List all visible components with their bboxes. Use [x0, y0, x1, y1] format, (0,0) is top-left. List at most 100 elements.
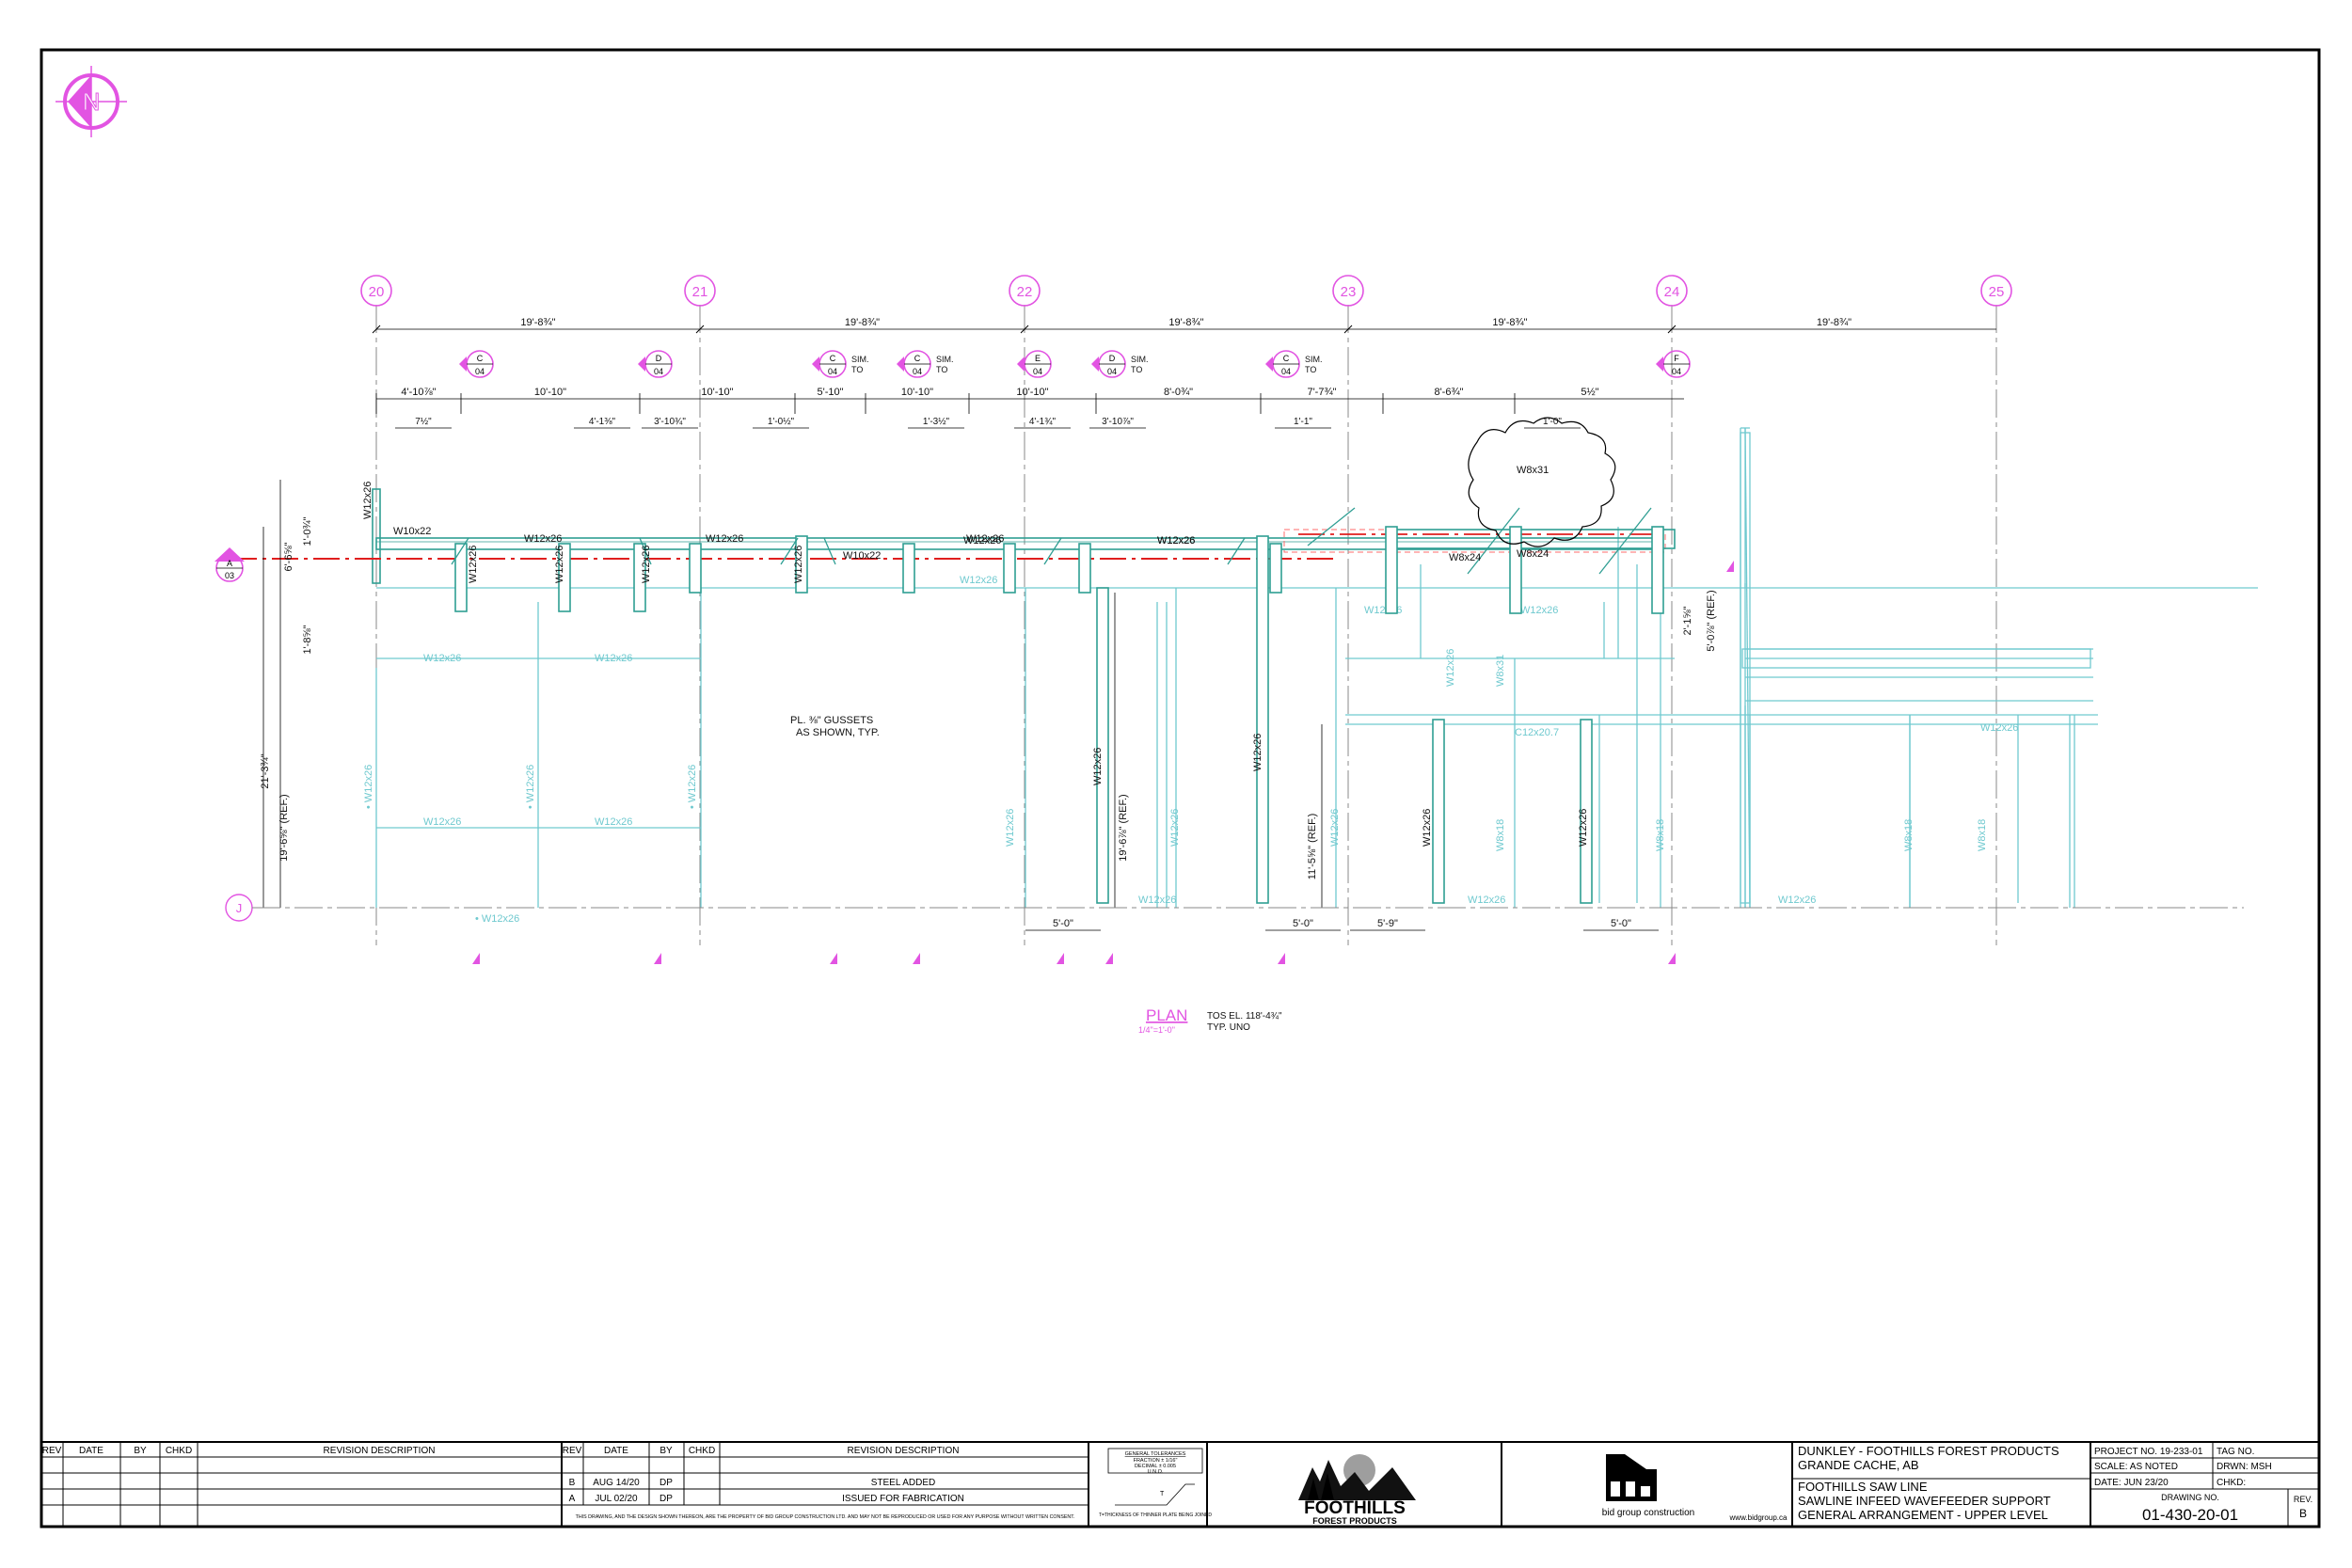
existing-structure — [375, 427, 2258, 909]
small-dimension: 1'-3½" — [923, 417, 950, 427]
small-dimension: 1'-0½" — [768, 417, 795, 427]
plan-tos: TOS EL. 118'-4¾" — [1207, 1011, 1282, 1022]
member-label: W8x24 — [1517, 548, 1549, 560]
vertical-dimension: 5'-0⅞" (REF.) — [1706, 590, 1717, 651]
svg-text:W12x26: W12x26 — [960, 575, 997, 586]
callout-note: TO — [851, 365, 863, 374]
callout-note: SIM. — [936, 355, 954, 364]
callout-sheet: 04 — [1033, 367, 1042, 376]
callout-sheet: 04 — [1107, 367, 1117, 376]
revision-header: REV — [42, 1446, 62, 1456]
sub-dimension: 5½" — [1581, 387, 1598, 398]
vertical-dimension: 19'-6⅞" (REF.) — [1118, 794, 1129, 861]
tolerance-block: GENERAL TOLERANCES FRACTION ± 1/16" DECI… — [1099, 1448, 1212, 1518]
bottom-section-markers — [472, 561, 1734, 964]
grid-bubble — [1332, 275, 1364, 307]
member-label: W12x26 — [524, 533, 562, 545]
callout-letter: D — [1109, 354, 1116, 363]
sub-dimension: 8'-0¾" — [1164, 387, 1193, 398]
foothills-logo: FOOTHILLS FOREST PRODUCTS — [1298, 1454, 1416, 1526]
grid-label: 23 — [1341, 284, 1357, 300]
bottom-dimension: 5'-9" — [1377, 918, 1398, 929]
svg-text:• W12x26: • W12x26 — [525, 765, 536, 809]
overall-dimension: 19'-8¾" — [1492, 317, 1527, 328]
svg-text:• W12x26: • W12x26 — [475, 913, 519, 925]
callout-note: TO — [1131, 365, 1142, 374]
svg-text:W12x26: W12x26 — [1445, 649, 1456, 687]
small-dimension: 1'-0" — [1543, 417, 1562, 427]
callout-letter: D — [656, 354, 662, 363]
plan-scale: 1/4"=1'-0" — [1138, 1025, 1175, 1035]
member-label: W8x31 — [1517, 465, 1549, 476]
drawing-no-label: DRAWING NO. — [2161, 1493, 2219, 1502]
member-label: W12x26 — [641, 546, 652, 583]
callout-note: SIM. — [851, 355, 869, 364]
elevation-callout-a: A 03 — [215, 547, 245, 582]
svg-text:W12x26: W12x26 — [423, 653, 461, 664]
svg-text:W12x26: W12x26 — [595, 653, 632, 664]
revision-header: DATE — [604, 1446, 628, 1456]
grid-row-j: J — [225, 894, 2244, 922]
vertical-dimension: 1'-8⅝" — [302, 625, 313, 654]
drawing-no: 01-430-20-01 — [2142, 1506, 2238, 1524]
callout-sheet: 04 — [1672, 367, 1681, 376]
member-label: W10x22 — [843, 550, 881, 562]
bottom-dimension: 5'-0" — [1293, 918, 1313, 929]
revision-rev: B — [569, 1478, 576, 1488]
revision-rev: A — [569, 1494, 576, 1504]
callout-sheet: 04 — [1281, 367, 1291, 376]
dimension-tick — [1020, 325, 1029, 334]
callout-arrow-icon — [1265, 356, 1273, 372]
project-line: FOOTHILLS SAW LINE — [1798, 1480, 1928, 1494]
elevation-callout-letter: A — [227, 559, 232, 568]
tolerance-title: GENERAL TOLERANCES — [1125, 1451, 1186, 1457]
tolerance-line-2: DECIMAL ± 0.005 — [1135, 1464, 1176, 1469]
tolerance-line-1: FRACTION ± 1/16" — [1134, 1458, 1178, 1464]
revision-date: JUL 02/20 — [595, 1494, 638, 1504]
callout-note: SIM. — [1131, 355, 1149, 364]
tolerance-weld-note: T=THICKNESS OF THINNER PLATE BEING JOINE… — [1099, 1513, 1212, 1518]
drawn-by-field: DRWN: MSH — [2217, 1462, 2272, 1472]
sheet-border — [40, 48, 2321, 1528]
gusset-note-line-2: AS SHOWN, TYP. — [796, 727, 880, 738]
revision-header: BY — [660, 1446, 673, 1456]
callout-letter: C — [1283, 354, 1290, 363]
callout-note: TO — [936, 365, 947, 374]
braces — [451, 507, 1652, 575]
sub-dimension: 7'-7¾" — [1307, 387, 1336, 398]
sub-dimension: 10'-10" — [901, 387, 933, 398]
north-arrow-icon: N — [56, 66, 127, 137]
grid-label: 21 — [692, 284, 708, 300]
svg-text:W12x26: W12x26 — [1329, 809, 1341, 847]
svg-text:C12x20.7: C12x20.7 — [1515, 727, 1559, 738]
svg-text:W12x26: W12x26 — [1468, 895, 1505, 906]
member-label: W8x24 — [1449, 552, 1481, 563]
tolerance-line-3: U.N.O. — [1148, 1469, 1164, 1475]
grid-label: 22 — [1017, 284, 1033, 300]
small-dimension: 4'-1¾" — [1029, 417, 1057, 427]
elevation-callout-sheet: 03 — [225, 571, 234, 580]
sub-dimension: 5'-10" — [817, 387, 843, 398]
revision-header: REV — [563, 1446, 582, 1456]
member-label: W12x26 — [554, 546, 565, 583]
callout-arrow-icon — [897, 356, 904, 372]
revision-header: CHKD — [166, 1446, 192, 1456]
overall-dimension: 19'-8¾" — [845, 317, 880, 328]
callout-letter: F — [1674, 354, 1679, 363]
callout-letter: E — [1035, 354, 1041, 363]
vertical-dimensions: 6'-6⅝"1'-0¾"1'-8⅝"21'-3¾"19'-6⅝" (REF.)1… — [260, 480, 1717, 908]
overall-dimension-chain: 19'-8¾"19'-8¾"19'-8¾"19'-8¾"19'-8¾" — [372, 317, 1996, 334]
revision-header: REVISION DESCRIPTION — [324, 1446, 436, 1456]
member-label: W12x26 — [966, 533, 1004, 545]
project-line: GRANDE CACHE, AB — [1798, 1458, 1919, 1472]
overall-dimension: 19'-8¾" — [1817, 317, 1851, 328]
callout-arrow-icon — [638, 356, 645, 372]
svg-text:W12x26: W12x26 — [1520, 605, 1558, 616]
callout-letter: C — [914, 354, 921, 363]
tag-no: TAG NO. — [2217, 1447, 2254, 1457]
bid-group-logo: bid group construction www.bidgroup.ca — [1602, 1454, 1788, 1522]
dimension-tick — [695, 325, 705, 334]
